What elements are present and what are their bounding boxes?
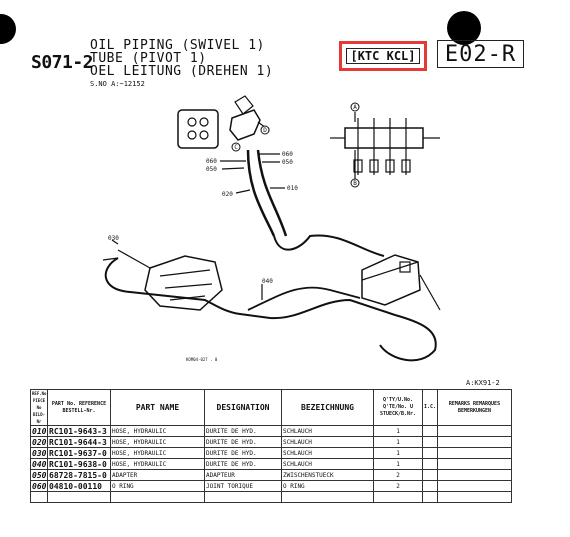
table-row: 050 68728-7815-0 ADAPTER ADAPTEUR ZWISCH…: [30, 469, 512, 481]
title-line-fr: TUBE (PIVOT 1): [90, 51, 207, 66]
main-valve-body: [144, 255, 223, 311]
title-line-en: OIL PIPING (SWIVEL 1): [90, 38, 265, 53]
callout-050-right: 050: [282, 159, 293, 166]
swivel-cylinder-block: [361, 254, 441, 311]
header-bezeichnung: BEZEICHNUNG: [281, 389, 374, 426]
parts-table: REF.No PIECE No BILD-Nr PART No. REFEREN…: [30, 389, 512, 503]
header-part-no: PART No. REFERENCE BESTELL-Nr.: [47, 389, 111, 426]
table-row: 010 RC101-9643-3 HOSE, HYDRAULIC DURITE …: [30, 425, 512, 437]
circle-label-a: A: [353, 104, 357, 111]
header-designation: DESIGNATION: [204, 389, 282, 426]
header-part-name: PART NAME: [110, 389, 205, 426]
callout-010: 010: [287, 185, 298, 192]
callout-040: 040: [262, 278, 273, 285]
section-code: S071-2: [31, 52, 94, 73]
part-group-title: OIL PIPING (SWIVEL 1) TUBE (PIVOT 1) OEL…: [90, 39, 273, 78]
header-item-no: REF.No PIECE No BILD-Nr: [30, 389, 48, 426]
binding-hole: [0, 14, 16, 44]
swivel-joint: [177, 95, 270, 149]
table-row-empty: [30, 491, 512, 503]
title-line-de: OEL LEITUNG (DREHEN 1): [90, 64, 274, 79]
circle-label-b: B: [353, 180, 357, 187]
table-row: 060 04810-00110 O RING JOINT TORIQUE O R…: [30, 480, 512, 492]
header-remarks: REMARKS REMARQUES BEMERKUNGEN: [437, 389, 512, 426]
model-code: E02-R: [437, 40, 524, 68]
highlight-box: [KTC KCL]: [339, 41, 427, 71]
callout-030: 030: [108, 235, 119, 242]
table-row: 030 RC101-9637-0 HOSE, HYDRAULIC DURITE …: [30, 447, 512, 459]
binding-hole: [447, 11, 481, 45]
serial-note: S.NO A:~12152: [90, 80, 145, 88]
callout-050-left: 050: [206, 166, 217, 173]
circle-label-c: C: [234, 144, 238, 151]
control-valve-block: [330, 112, 440, 180]
header-ic: I.C.: [422, 389, 438, 426]
header-quantity: Q'TY/U.No. Q'TE/No. U STUECK/B.Nr.: [373, 389, 423, 426]
table-row: 040 RC101-9638-0 HOSE, HYDRAULIC DURITE …: [30, 458, 512, 470]
table-row: 020 RC101-9644-3 HOSE, HYDRAULIC DURITE …: [30, 436, 512, 448]
callout-060-right: 060: [282, 151, 293, 158]
ktc-label: [KTC KCL]: [346, 48, 420, 64]
callout-060-left: 060: [206, 158, 217, 165]
callout-020: 020: [222, 191, 233, 198]
figure-reference: KOM04-027 . 0: [186, 357, 218, 362]
circle-labels: A B C D: [231, 102, 360, 188]
table-header-row: REF.No PIECE No BILD-Nr PART No. REFEREN…: [30, 389, 512, 426]
circle-label-d: D: [263, 127, 267, 134]
catalog-reference-code: A:KX91-2: [466, 379, 500, 387]
